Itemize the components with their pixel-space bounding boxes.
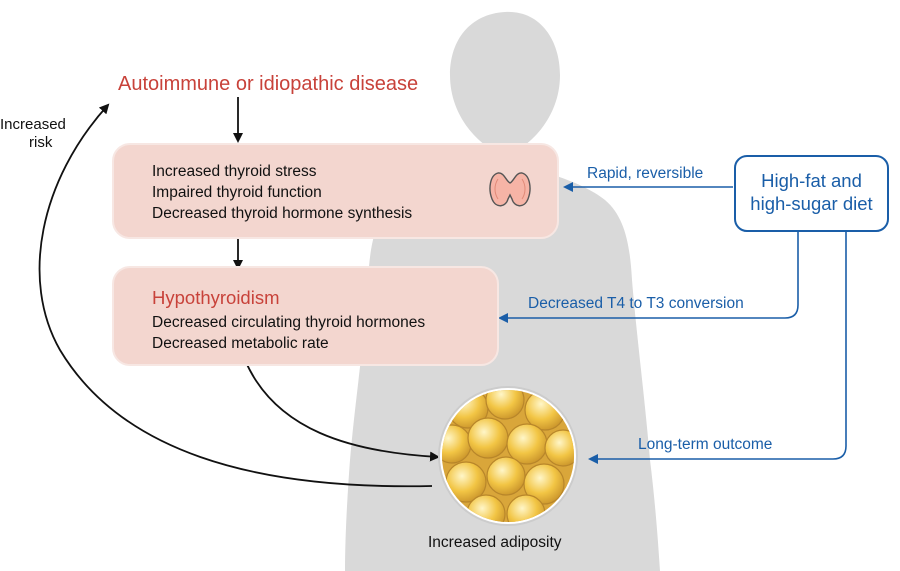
label-rapid-reversible: Rapid, reversible xyxy=(587,165,704,182)
stress-line-2: Impaired thyroid function xyxy=(152,184,322,201)
hypothyroidism-box: Hypothyroidism Decreased circulating thy… xyxy=(112,266,499,366)
thyroid-gland-icon xyxy=(489,172,531,207)
hypo-line-1: Decreased circulating thyroid hormones xyxy=(152,314,426,331)
stress-line-3: Decreased thyroid hormone synthesis xyxy=(152,205,413,222)
adipose-tissue-illustration xyxy=(438,386,578,526)
label-increased-risk-2: risk xyxy=(29,134,53,151)
diet-line-1: High-fat and xyxy=(761,170,862,191)
human-silhouette xyxy=(345,11,660,571)
label-increased-risk-1: Increased xyxy=(0,116,66,133)
diet-box: High-fat and high-sugar diet xyxy=(734,155,889,232)
disease-title: Autoimmune or idiopathic disease xyxy=(118,73,419,95)
arrow-increased-risk xyxy=(38,103,433,488)
hypothyroidism-title: Hypothyroidism xyxy=(152,287,280,308)
label-t4-t3-conversion: Decreased T4 to T3 conversion xyxy=(528,295,744,312)
arrow-hypo-to-adiposity xyxy=(244,359,440,462)
hypo-line-2: Decreased metabolic rate xyxy=(152,335,329,352)
stress-line-1: Increased thyroid stress xyxy=(152,163,317,180)
label-increased-adiposity: Increased adiposity xyxy=(428,534,562,551)
thyroid-stress-box: Increased thyroid stress Impaired thyroi… xyxy=(112,143,559,239)
diet-line-2: high-sugar diet xyxy=(750,193,873,214)
arrow-t4-t3-conversion xyxy=(498,232,799,323)
arrow-long-term-outcome xyxy=(588,232,847,464)
label-long-term-outcome: Long-term outcome xyxy=(638,436,773,453)
